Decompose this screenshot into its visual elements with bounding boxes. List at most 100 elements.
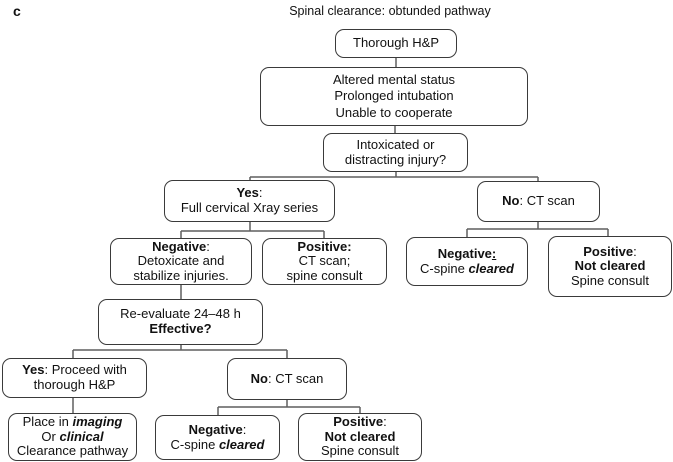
node-positive-not-cleared-right: Positive: Not cleared Spine consult bbox=[548, 236, 672, 297]
node-line: Full cervical Xray series bbox=[180, 200, 319, 216]
node-no-ct-scan-2: No: CT scan bbox=[227, 358, 347, 400]
connector-reevaluate-branch bbox=[72, 345, 288, 359]
node-line: Intoxicated or bbox=[356, 136, 435, 153]
node-positive-ct-scan: Positive: CT scan; spine consult bbox=[262, 238, 387, 285]
node-reevaluate: Re-evaluate 24–48 h Effective? bbox=[98, 299, 263, 345]
node-line: Spine consult bbox=[570, 272, 650, 289]
text-segment: cleared bbox=[218, 436, 265, 452]
node-line: Negative: bbox=[152, 238, 210, 255]
node-line: Negative: bbox=[437, 245, 497, 262]
text-segment: imaging bbox=[72, 414, 123, 430]
diagram-title: Spinal clearance: obtunded pathway bbox=[289, 4, 491, 18]
text-segment: : bbox=[242, 421, 247, 437]
text-segment: : bbox=[383, 414, 387, 430]
text-segment: Detoxicate and bbox=[137, 253, 225, 269]
node-line: Unable to cooperate bbox=[335, 105, 452, 122]
node-line: CT scan; bbox=[298, 253, 351, 269]
text-segment: thorough H&P bbox=[33, 377, 116, 392]
node-yes-full-xray: Yes: Full cervical Xray series bbox=[164, 180, 335, 222]
node-place-in-pathway: Place in imaging Or clinical Clearance p… bbox=[8, 413, 137, 461]
text-segment: : bbox=[491, 245, 497, 261]
node-intoxicated-question: Intoxicated or distracting injury? bbox=[323, 133, 468, 172]
node-line: Place in imaging bbox=[22, 414, 123, 430]
text-segment: C-spine bbox=[420, 260, 469, 276]
text-segment: Not cleared bbox=[574, 258, 646, 274]
text-segment: Negative bbox=[188, 421, 243, 437]
node-line: Spine consult bbox=[320, 443, 400, 459]
text-segment: Yes bbox=[22, 362, 45, 378]
node-line: Prolonged intubation bbox=[334, 88, 453, 105]
node-yes-proceed: Yes: Proceed with thorough H&P bbox=[2, 358, 147, 398]
text-segment: Re-evaluate 24–48 h bbox=[120, 306, 241, 322]
node-line: No: CT scan bbox=[502, 193, 575, 209]
connector-yes-xray-branch bbox=[180, 222, 325, 239]
text-segment: Positive bbox=[333, 414, 384, 430]
node-negative-cspine-cleared-right: Negative: C-spine cleared bbox=[406, 237, 528, 286]
text-segment: CT scan; bbox=[298, 253, 351, 269]
text-segment: Spine consult bbox=[320, 443, 400, 459]
text-segment: Place in bbox=[22, 414, 73, 430]
text-segment: Full cervical Xray series bbox=[180, 200, 319, 215]
text-segment: Or bbox=[41, 428, 60, 444]
text-segment: : bbox=[633, 243, 637, 259]
node-line: Effective? bbox=[149, 321, 212, 337]
node-line: distracting injury? bbox=[344, 151, 447, 168]
node-line: Positive: bbox=[583, 243, 637, 260]
text-segment: Yes bbox=[236, 185, 259, 201]
node-no-ct-scan: No: CT scan bbox=[477, 181, 600, 222]
text-segment: Not cleared bbox=[324, 428, 396, 444]
node-line: Re-evaluate 24–48 h bbox=[120, 307, 241, 322]
node-line: spine consult bbox=[286, 267, 363, 284]
node-line: Not cleared bbox=[574, 258, 646, 274]
text-segment: cleared bbox=[468, 260, 514, 276]
text-segment: distracting injury? bbox=[344, 151, 447, 167]
text-segment: Spine consult bbox=[570, 272, 650, 288]
text-segment: : CT scan bbox=[519, 193, 575, 209]
text-segment: Clearance pathway bbox=[16, 443, 129, 459]
figure-label: c bbox=[13, 3, 21, 19]
node-line: Thorough H&P bbox=[353, 35, 439, 51]
node-line: Altered mental status bbox=[333, 72, 455, 89]
node-line: Clearance pathway bbox=[16, 443, 129, 459]
connector-no-ct-branch bbox=[466, 222, 609, 238]
text-segment: Thorough H&P bbox=[353, 35, 439, 51]
text-segment: No bbox=[250, 370, 268, 386]
text-segment: stabilize injuries. bbox=[133, 267, 229, 283]
text-segment: Intoxicated or bbox=[356, 136, 435, 152]
node-negative-cspine-cleared-bottom: Negative: C-spine cleared bbox=[155, 415, 280, 460]
node-line: Or clinical bbox=[41, 428, 104, 445]
node-line: Yes: bbox=[236, 186, 262, 201]
text-segment: C-spine bbox=[170, 436, 219, 452]
text-segment: Altered mental status bbox=[332, 71, 456, 87]
text-segment: Positive: bbox=[297, 238, 352, 254]
text-segment: No bbox=[502, 193, 520, 209]
text-segment: Negative bbox=[152, 238, 207, 254]
node-thorough-hp: Thorough H&P bbox=[335, 29, 457, 58]
text-segment: Unable to cooperate bbox=[335, 104, 453, 120]
node-positive-not-cleared-bottom: Positive: Not cleared Spine consult bbox=[298, 413, 422, 461]
text-segment: : bbox=[206, 238, 210, 254]
text-segment: : bbox=[258, 185, 263, 201]
node-line: Detoxicate and bbox=[137, 253, 225, 269]
text-segment: : CT scan bbox=[267, 370, 324, 386]
connector-no-ct2-branch bbox=[217, 400, 361, 416]
node-line: Negative: bbox=[188, 421, 247, 438]
connector-intoxicated-branch bbox=[249, 172, 539, 182]
text-segment: clinical bbox=[59, 428, 104, 444]
text-segment: Effective? bbox=[149, 321, 212, 336]
node-indications: Altered mental status Prolonged intubati… bbox=[260, 67, 528, 126]
node-line: thorough H&P bbox=[33, 377, 116, 393]
text-segment: spine consult bbox=[286, 267, 363, 283]
node-line: Positive: bbox=[333, 414, 387, 430]
text-segment: : Proceed with bbox=[44, 362, 127, 378]
node-line: Not cleared bbox=[324, 428, 396, 445]
node-line: Positive: bbox=[297, 238, 352, 255]
node-negative-detoxicate: Negative: Detoxicate and stabilize injur… bbox=[110, 238, 252, 285]
node-line: No: CT scan bbox=[250, 370, 324, 387]
node-line: C-spine cleared bbox=[170, 436, 265, 453]
text-segment: Prolonged intubation bbox=[334, 88, 454, 104]
text-segment: Negative bbox=[437, 245, 492, 261]
text-segment: Positive bbox=[583, 243, 634, 259]
